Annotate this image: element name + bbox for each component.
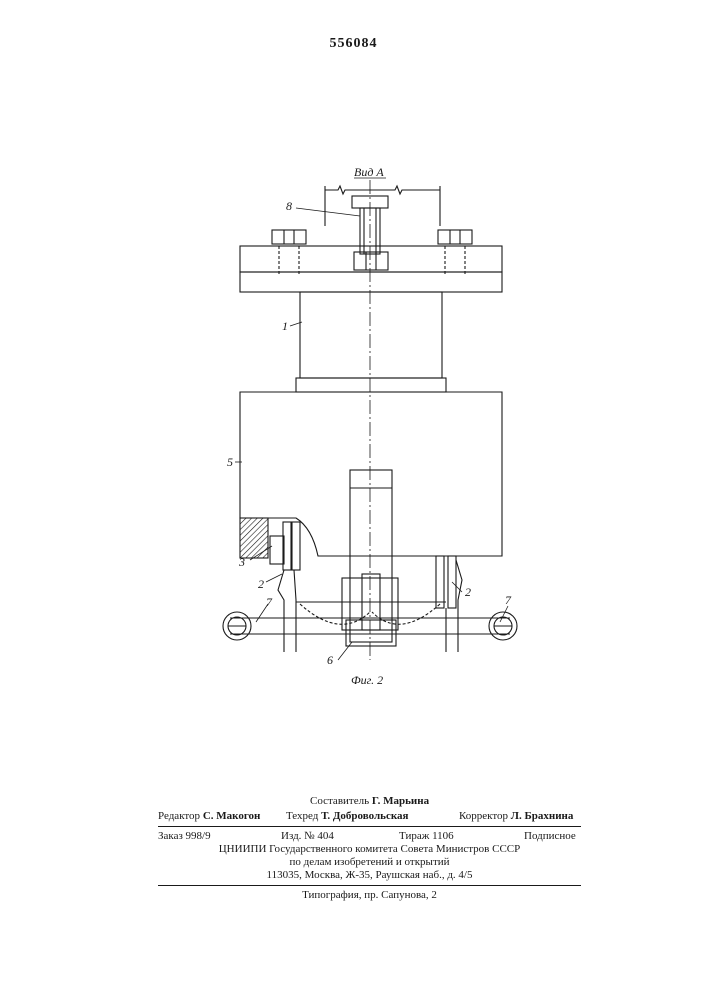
view-a-label: Вид А [354, 165, 384, 179]
column-body [296, 292, 446, 392]
part-label-2-right: 2 [465, 585, 471, 599]
edition-number: Изд. № 404 [281, 830, 334, 843]
address-line: 113035, Москва, Ж-35, Раушская наб., д. … [158, 869, 581, 882]
compiler-name: Г. Марьина [372, 795, 429, 807]
technical-drawing: Вид А 8 1 5 3 2 2 7 7 6 Фиг. 2 [0, 0, 707, 700]
part-label-5: 5 [227, 455, 233, 469]
techred-line: Техред Т. Добровольская [286, 810, 409, 823]
bolt-left [272, 230, 306, 275]
circulation: Тираж 1106 [399, 830, 454, 843]
handwheel-left [223, 612, 251, 640]
part-label-1: 1 [282, 319, 288, 333]
divider-bottom [158, 885, 581, 886]
figure-caption: Фиг. 2 [351, 673, 383, 687]
corrector-label: Корректор [459, 810, 508, 822]
subscription: Подписное [524, 830, 576, 843]
divider-top [158, 826, 581, 827]
housing-body [240, 392, 502, 558]
techred-name: Т. Добровольская [321, 810, 408, 822]
editor-line: Редактор С. Макогон [158, 810, 260, 823]
part-label-2-left: 2 [258, 577, 264, 591]
corrector-line: Корректор Л. Брахнина [459, 810, 573, 823]
printer-line: Типография, пр. Сапунова, 2 [158, 889, 581, 902]
techred-label: Техред [286, 810, 318, 822]
part-label-8: 8 [286, 199, 292, 213]
part-label-3: 3 [238, 555, 245, 569]
bolt-right [438, 230, 472, 275]
compiler-line: Составитель Г. Марьина [310, 795, 429, 808]
part-label-6: 6 [327, 653, 333, 667]
editor-label: Редактор [158, 810, 200, 822]
order-number: Заказ 998/9 [158, 830, 211, 843]
view-a-dimension-line [325, 186, 440, 226]
org-line-2: по делам изобретений и открытий [158, 856, 581, 869]
editor-name: С. Макогон [203, 810, 261, 822]
part-label-7-right: 7 [505, 593, 512, 607]
compiler-label: Составитель [310, 795, 369, 807]
org-line-1: ЦНИИПИ Государственного комитета Совета … [158, 843, 581, 856]
corrector-name: Л. Брахнина [511, 810, 574, 822]
part-label-7-left: 7 [266, 595, 273, 609]
bracket-left [270, 522, 300, 652]
